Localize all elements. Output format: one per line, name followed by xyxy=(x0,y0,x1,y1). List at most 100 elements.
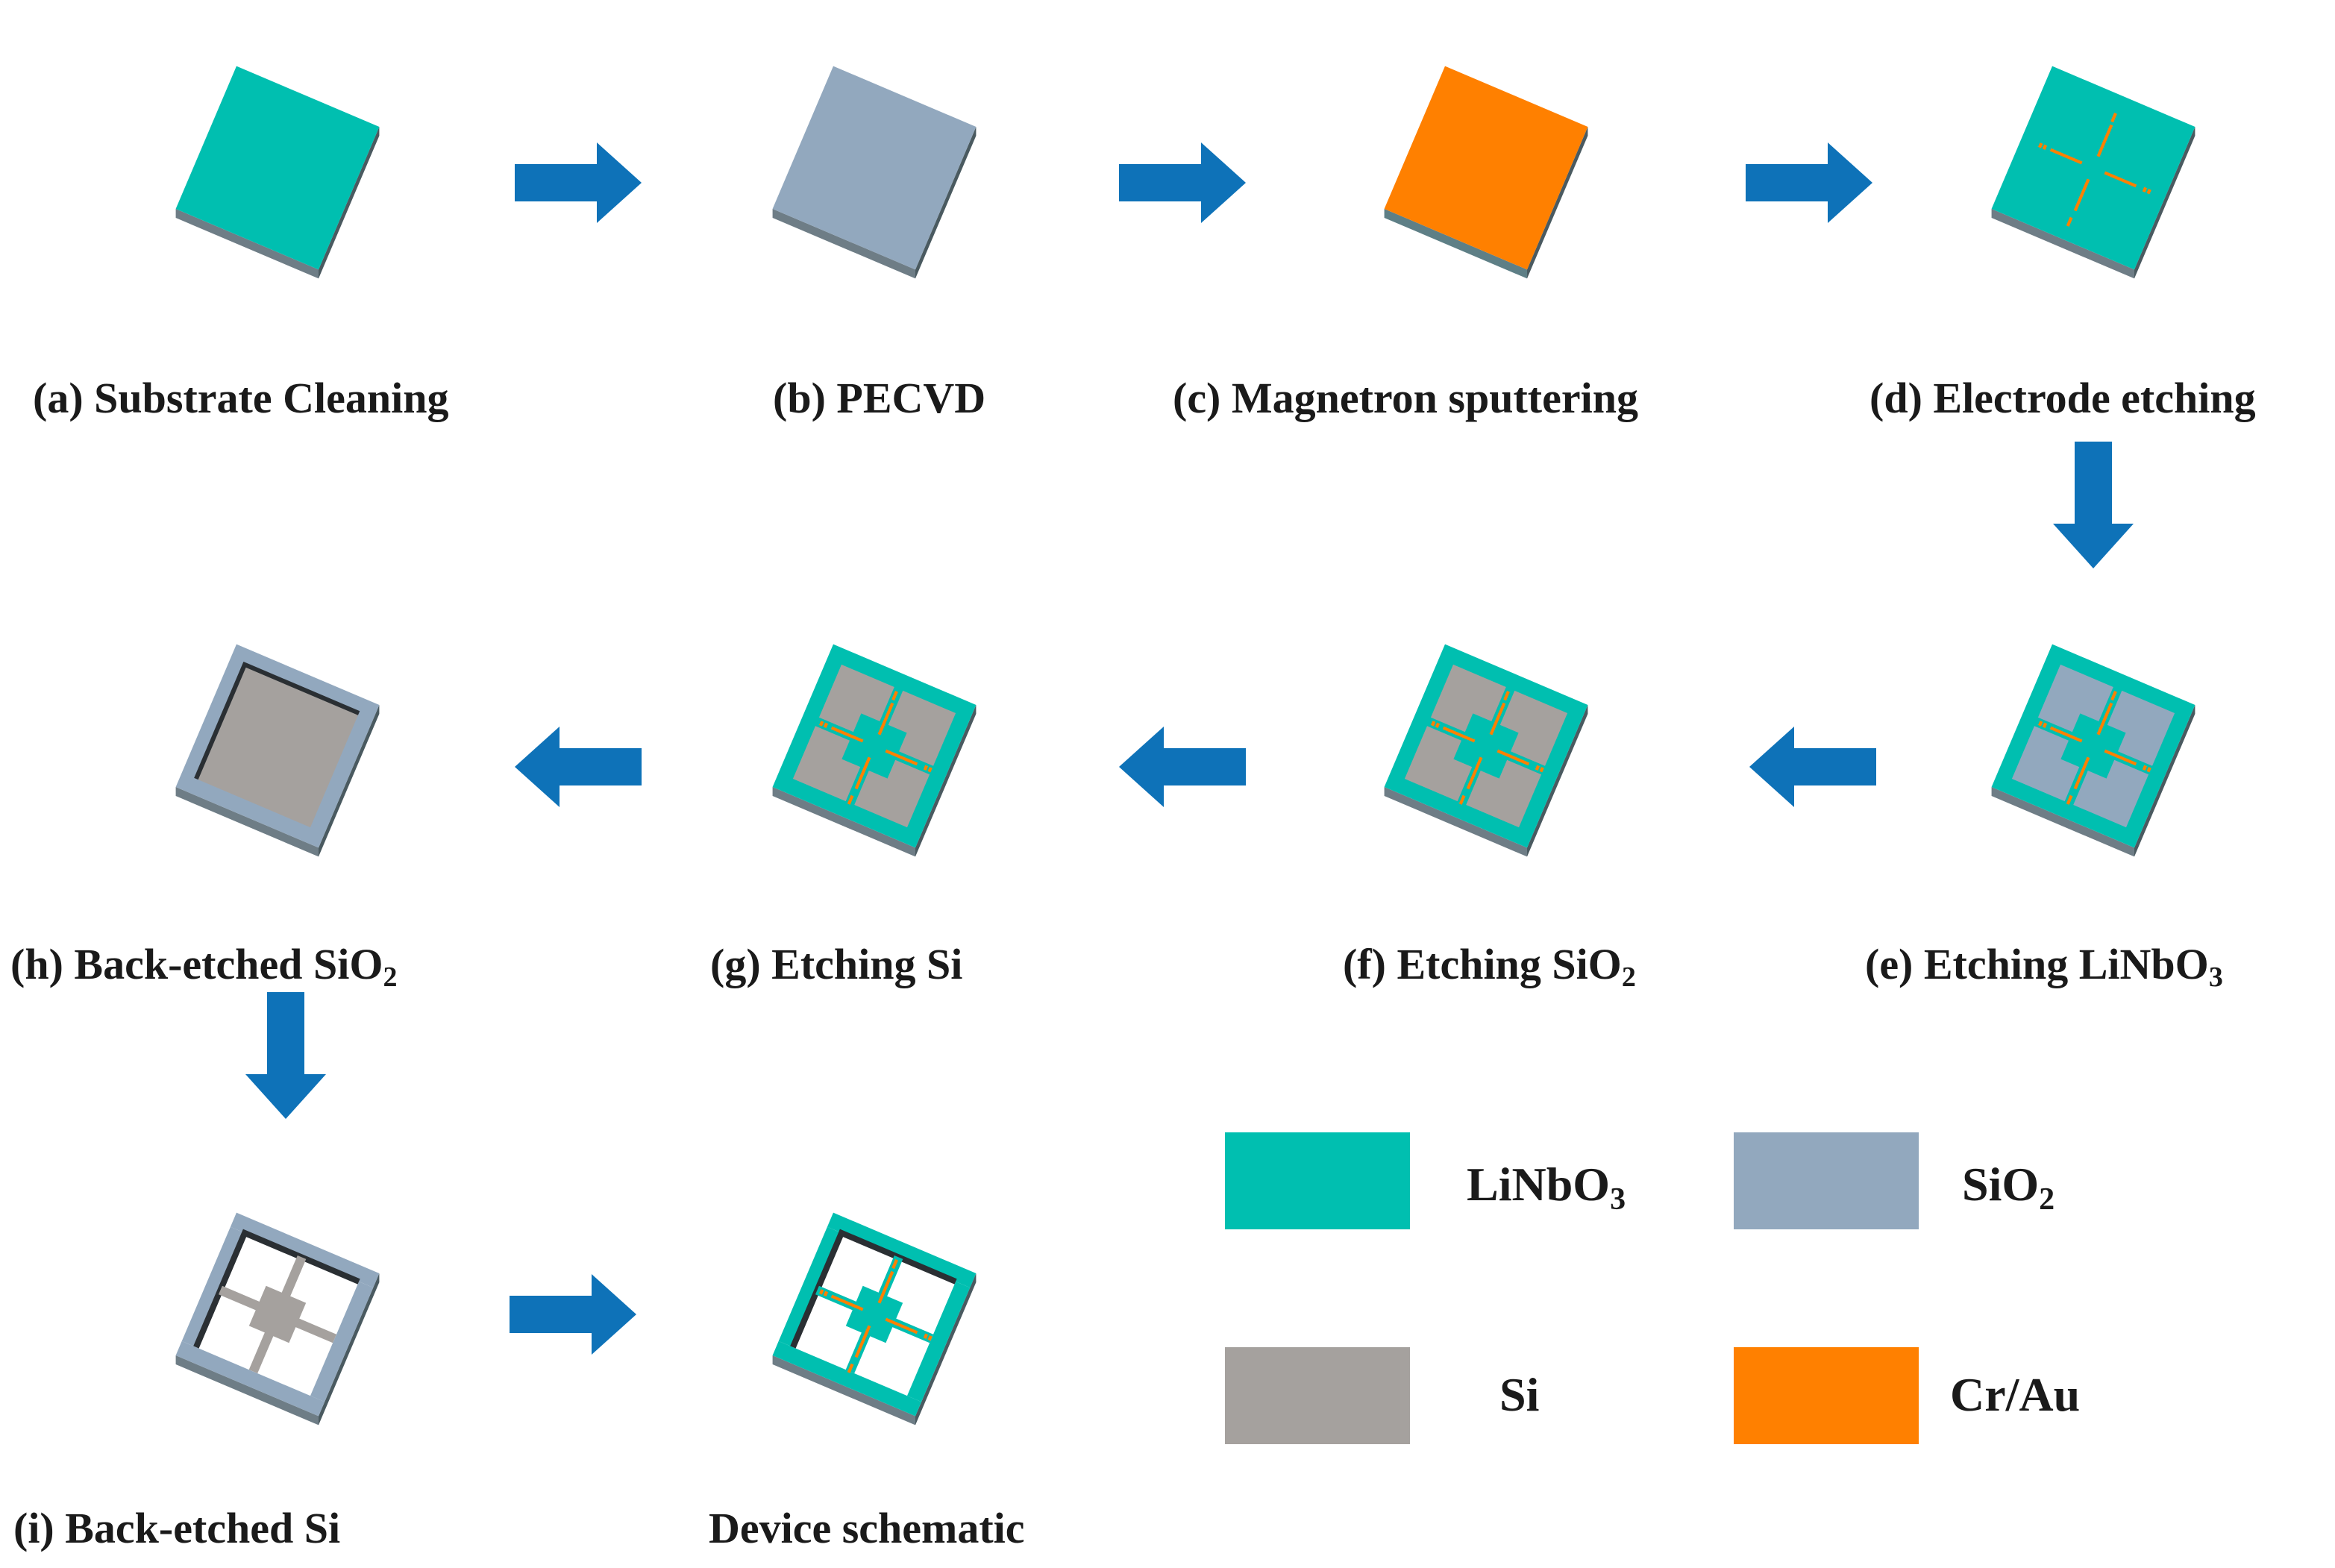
plate-b-side-left xyxy=(772,209,915,279)
plate-d-electrode-arm-0 xyxy=(2049,148,2083,165)
plate-device-electrode-pad-2 xyxy=(923,1333,928,1339)
plate-e-electrode-pad-0 xyxy=(2038,721,2043,727)
plate-c-side-right xyxy=(1527,127,1588,279)
plate-device-electrode-arm-0 xyxy=(830,1294,864,1311)
plate-g-electrode-pad-6 xyxy=(849,794,854,801)
plate-h-side-left xyxy=(175,787,319,857)
arrow-a-b xyxy=(515,142,642,223)
plate-f-side-left xyxy=(1384,787,1527,857)
plate-g-electrode-pad-3 xyxy=(927,767,933,773)
plate-device-electrode-pad-1 xyxy=(823,1291,829,1296)
plate-e-electrode-arm-3 xyxy=(2073,756,2090,790)
plate-d-electrode-pad-2 xyxy=(2142,186,2147,192)
plate-g-electrode-pad-7 xyxy=(847,799,852,805)
plate-d-electrode-pad-5 xyxy=(2110,116,2116,123)
plate-device-side-right xyxy=(915,1273,977,1426)
plate-e-electrode-arm-1 xyxy=(2104,749,2137,766)
legend-label-crau: Cr/Au xyxy=(1950,1368,2081,1421)
plate-device-electrode-pad-0 xyxy=(819,1289,824,1295)
arrow-g-h xyxy=(515,727,642,807)
plate-g-electrode-pad-0 xyxy=(819,721,824,727)
plate-device-electrode-pad-3 xyxy=(927,1335,933,1341)
plate-e-electrode-pad-3 xyxy=(2146,767,2151,773)
caption-device: Device schematic xyxy=(709,1504,1025,1552)
caption-a: (a) Substrate Cleaning xyxy=(33,374,449,422)
plate-d-electrode-pad-1 xyxy=(2042,144,2048,150)
plate-c xyxy=(1384,66,1588,279)
plate-g-side-left xyxy=(772,787,915,857)
plate-i-frame-right xyxy=(310,1282,374,1402)
caption-c: (c) Magnetron sputtering xyxy=(1173,374,1638,422)
plate-device-electrode-pad-5 xyxy=(891,1263,897,1270)
plate-device-electrode-pad-7 xyxy=(847,1367,852,1373)
plate-b-side-right xyxy=(915,127,977,279)
plate-e-electrode-arm-0 xyxy=(2049,726,2083,743)
plate-e-electrode-arm-2 xyxy=(2096,702,2113,736)
plate-f-electrode-pad-4 xyxy=(1505,691,1510,697)
plate-g-electrode-pad-1 xyxy=(823,722,829,728)
plate-a-top xyxy=(175,66,380,270)
plate-g-side-right xyxy=(915,705,977,857)
arrow-h-i xyxy=(245,992,326,1119)
plate-e-electrode-pad-7 xyxy=(2066,799,2071,805)
plate-f xyxy=(1384,644,1588,857)
arrow-b-c xyxy=(1119,142,1246,223)
arrow-c-d xyxy=(1746,142,1872,223)
arrow-e-f xyxy=(1749,727,1876,807)
plate-g-electrode-arm-0 xyxy=(830,726,864,743)
plate-d-electrode-pad-4 xyxy=(2112,113,2117,119)
plate-e-center-pad xyxy=(2060,713,2126,779)
plate-device-electrode-pad-4 xyxy=(893,1259,898,1265)
legend-swatch-crau xyxy=(1734,1347,1919,1444)
plate-device-frame-top xyxy=(827,1212,977,1288)
arrow-d-e xyxy=(2053,442,2134,568)
plate-f-side-right xyxy=(1527,705,1588,857)
plate-f-electrode-pad-2 xyxy=(1535,765,1540,771)
plate-g-center-pad xyxy=(841,713,907,779)
plate-device-electrode-pad-6 xyxy=(849,1363,854,1370)
plate-d xyxy=(1991,66,2195,279)
arrow-e-f-shape xyxy=(1749,727,1876,807)
plate-g xyxy=(772,644,977,857)
plate-f-electrode-pad-0 xyxy=(1431,721,1436,727)
plate-g-electrode-pad-4 xyxy=(893,691,898,697)
plate-g-electrode-pad-2 xyxy=(923,765,928,771)
plate-b xyxy=(772,66,977,279)
plate-d-side-right xyxy=(2134,127,2195,279)
plate-i-side-right xyxy=(319,1273,380,1426)
plate-d-side-left xyxy=(1991,209,2134,279)
caption-f: (f) Etching SiO2 xyxy=(1343,940,1636,993)
plate-i-side-left xyxy=(175,1355,319,1426)
plate-f-electrode-arm-1 xyxy=(1496,749,1530,766)
plate-g-electrode-arm-1 xyxy=(885,749,918,766)
plate-i xyxy=(175,1212,380,1426)
plate-d-electrode-arm-1 xyxy=(2104,171,2137,188)
plate-d-electrode-pad-7 xyxy=(2066,221,2071,227)
plate-f-electrode-arm-2 xyxy=(1489,702,1506,736)
plate-a-side-right xyxy=(319,127,380,279)
arrow-b-c-shape xyxy=(1119,142,1246,223)
caption-d: (d) Electrode etching xyxy=(1869,374,2256,422)
plate-b-top xyxy=(772,66,977,270)
plate-i-frame-left xyxy=(181,1226,245,1347)
caption-h: (h) Back-etched SiO2 xyxy=(10,940,398,993)
legend-swatch-sio2 xyxy=(1734,1132,1919,1229)
arrow-c-d-shape xyxy=(1746,142,1872,223)
arrow-a-b-shape xyxy=(515,142,642,223)
plate-d-electrode-pad-3 xyxy=(2146,189,2151,195)
caption-e: (e) Etching LiNbO3 xyxy=(1865,940,2223,993)
plate-e-side-left xyxy=(1991,787,2134,857)
plate-device-frame-bottom xyxy=(772,1340,922,1417)
plate-f-electrode-pad-5 xyxy=(1503,694,1508,701)
legend-label-sio2: SiO2 xyxy=(1962,1158,2055,1217)
plate-device-electrode-arm-2 xyxy=(877,1270,894,1304)
arrow-d-e-shape xyxy=(2053,442,2134,568)
plate-d-electrode-pad-0 xyxy=(2038,142,2043,148)
plate-h-side-right xyxy=(319,705,380,857)
plate-device-center-pad xyxy=(845,1285,903,1343)
plate-device-frame-left xyxy=(778,1226,841,1347)
arrow-h-i-shape xyxy=(245,992,326,1119)
plate-d-top xyxy=(1991,66,2195,270)
